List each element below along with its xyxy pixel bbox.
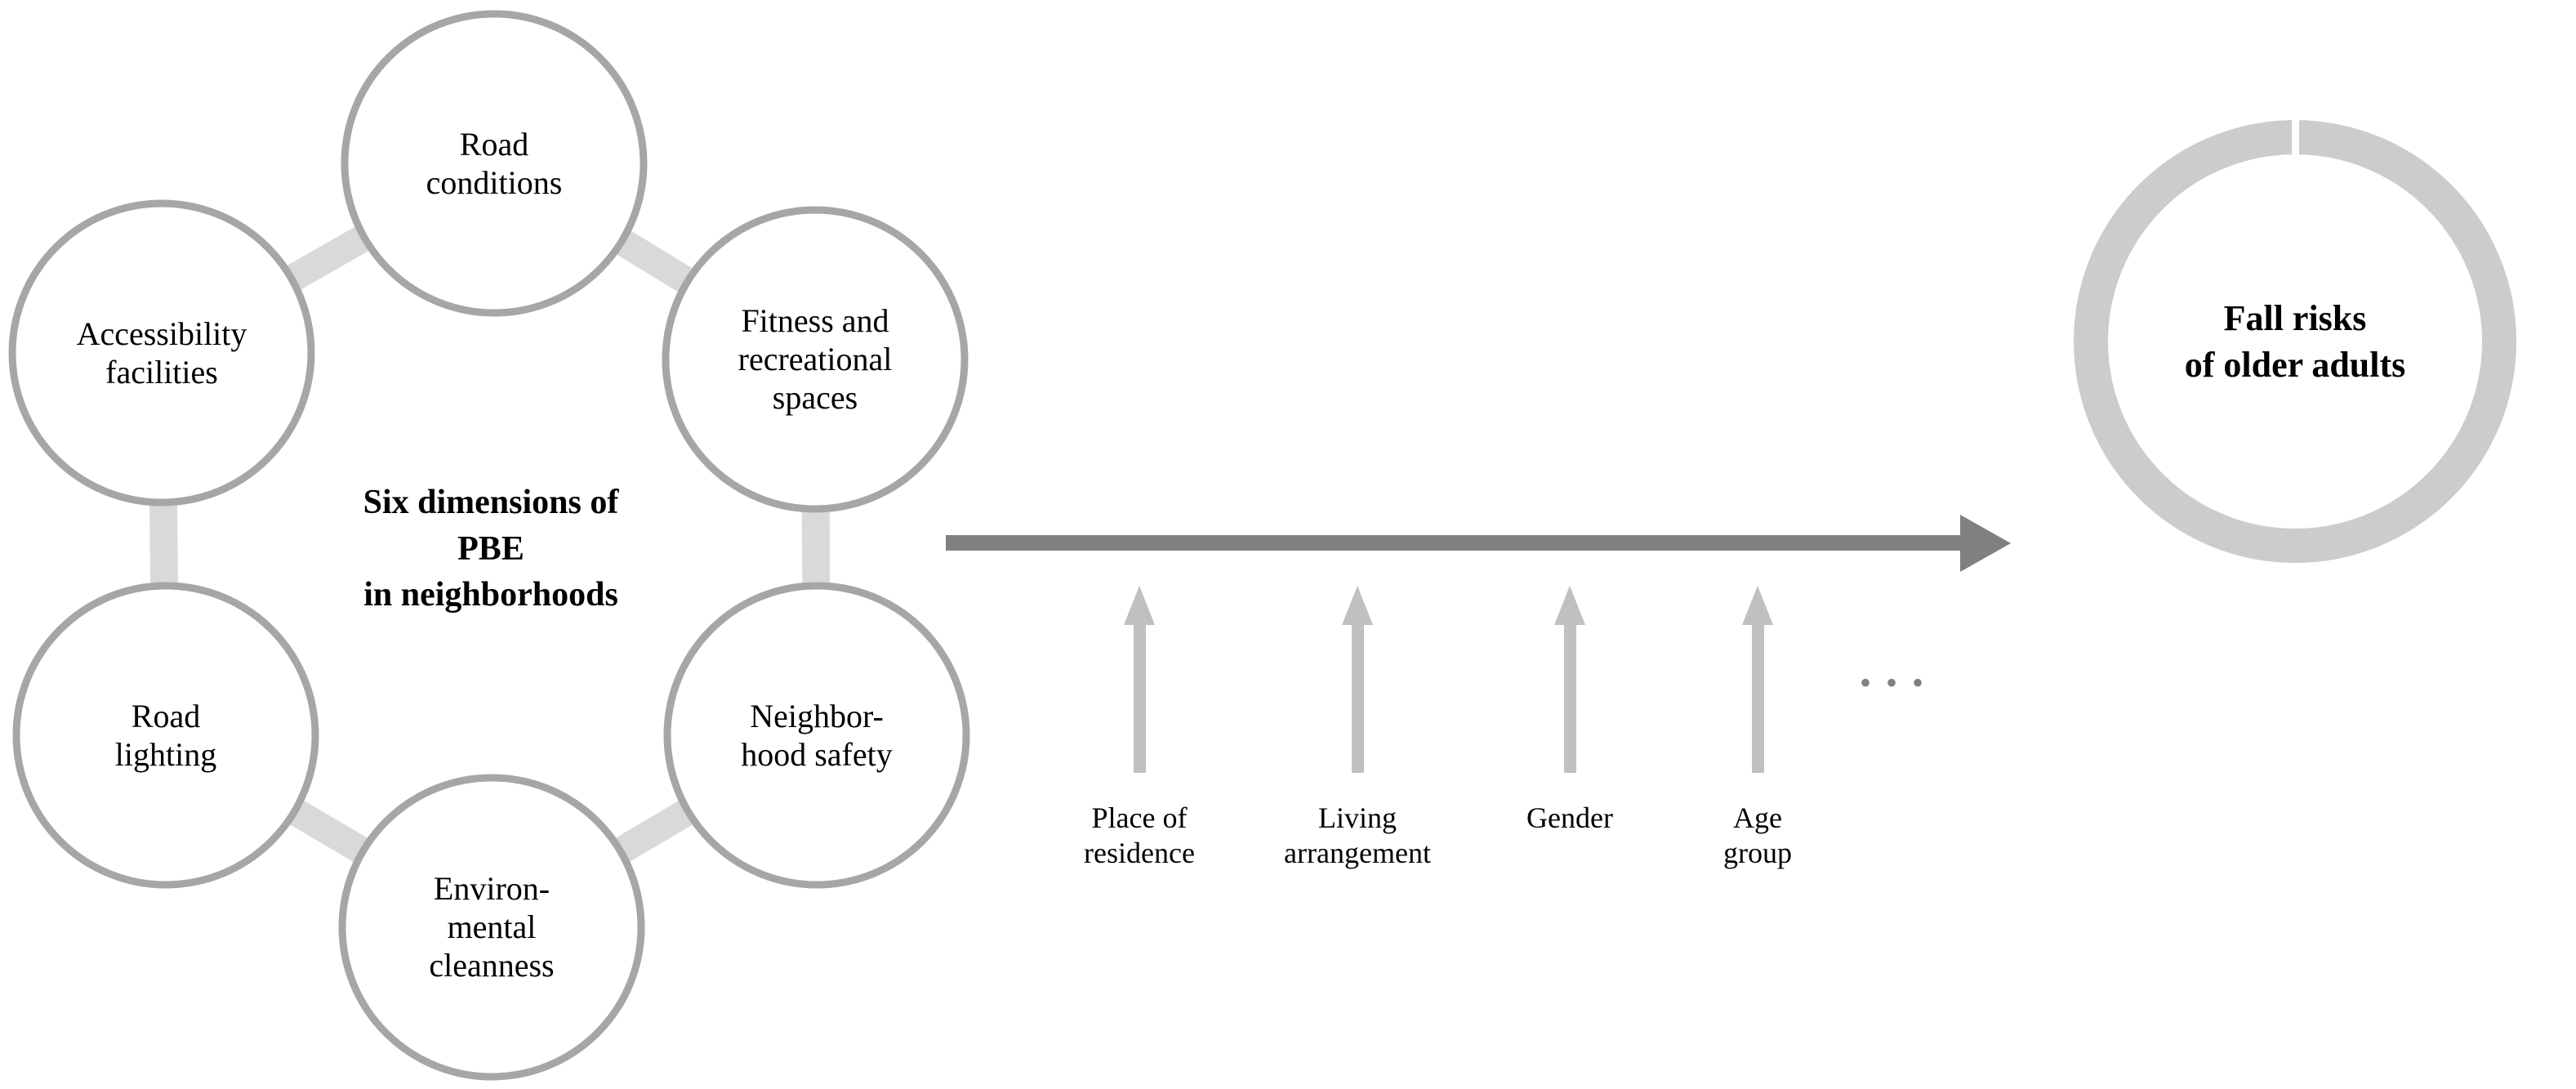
circle-environmental-cleanness[interactable] (338, 774, 645, 1081)
covariate-label-living-arrangement: Living arrangement (1284, 801, 1431, 870)
circle-road-conditions[interactable] (341, 10, 648, 317)
circle-neighborhood-safety[interactable] (663, 582, 970, 889)
covariate-arrow-gender (1554, 586, 1585, 773)
circle-accessibility-facilities[interactable] (8, 199, 315, 507)
circle-fitness-recreational[interactable] (662, 206, 969, 513)
covariate-label-age-group: Age group (1723, 801, 1792, 870)
main-arrow-icon (946, 515, 2011, 572)
outcome-label: Fall risks of older adults (2184, 297, 2406, 385)
covariate-arrows (1124, 586, 1773, 773)
outcome-ring (2074, 118, 2516, 563)
covariate-label-place-of-residence: Place of residence (1084, 801, 1195, 870)
covariate-arrow-place-of-residence (1124, 586, 1155, 773)
dimension-circles (8, 10, 970, 1081)
circle-road-lighting[interactable] (12, 582, 319, 889)
covariate-label-gender: Gender (1526, 801, 1613, 834)
covariate-arrow-living-arrangement (1342, 586, 1373, 773)
covariate-arrow-age-group (1742, 586, 1773, 773)
hub-title: Six dimensions of PBE in neighborhoods (363, 483, 619, 614)
covariates-ellipsis: • • • (1859, 664, 1927, 701)
